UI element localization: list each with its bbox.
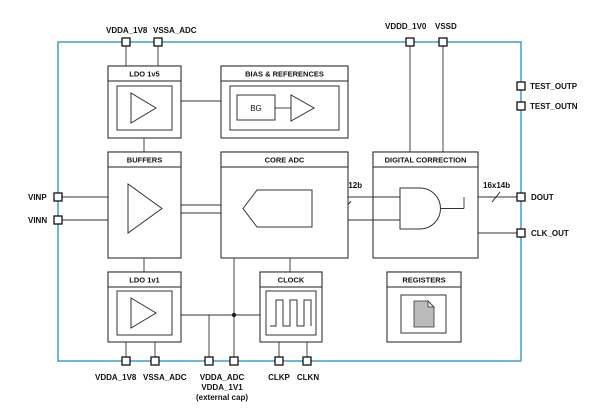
pin-vdda-1v1	[229, 356, 239, 366]
and-gate-icon	[399, 187, 441, 230]
pin-vinp	[53, 192, 63, 202]
ldo-1v1-block: LDO 1v1	[107, 271, 182, 343]
buffer-amplifier-icon	[127, 183, 163, 234]
pin-dout	[516, 192, 526, 202]
pin-vssa-adc-top	[153, 37, 163, 47]
bias-title: BIAS & REFERENCES	[245, 70, 324, 79]
ldo-1v5-title: LDO 1v5	[129, 70, 159, 79]
pin-vssd	[438, 37, 448, 47]
label-test-outp: TEST_OUTP	[530, 82, 578, 91]
label-vddd-1v0: VDDD_1V0	[385, 22, 427, 31]
amplifier-icon	[130, 92, 157, 124]
label-vdda-adc-2: VDDA_1V1	[201, 383, 243, 392]
label-vinp: VINP	[28, 193, 47, 202]
digital-correction-block: DIGITAL CORRECTION	[372, 151, 479, 259]
label-dout: DOUT	[531, 193, 554, 202]
registers-title: REGISTERS	[402, 276, 445, 285]
label-clkn: CLKN	[297, 373, 319, 382]
amplifier-icon	[130, 297, 157, 329]
pin-vdda-1v8-bottom	[121, 356, 131, 366]
bus-slash-dout	[491, 191, 501, 203]
clock-waveform-icon	[270, 299, 312, 327]
junction-dot	[231, 312, 237, 318]
document-icon	[413, 300, 435, 328]
pin-test-outn	[516, 101, 526, 111]
bus-label-adc: 16x12b	[335, 181, 362, 190]
ldo-1v5-block: LDO 1v5	[107, 65, 182, 139]
clock-block: CLOCK	[259, 271, 323, 343]
buffers-block: BUFFERS	[107, 151, 182, 259]
digital-correction-title: DIGITAL CORRECTION	[385, 156, 467, 165]
pins	[53, 37, 526, 366]
core-adc-block: CORE ADC	[220, 151, 349, 259]
pin-vssa-adc-bottom	[150, 356, 160, 366]
label-vdda-adc-3: (external cap)	[196, 393, 248, 402]
label-clk-out: CLK_OUT	[531, 229, 569, 238]
pin-vddd-1v0	[405, 37, 415, 47]
label-clkp: CLKP	[268, 373, 290, 382]
ldo-1v1-title: LDO 1v1	[129, 276, 159, 285]
pin-test-outp	[516, 81, 526, 91]
label-vssa-adc-top: VSSA_ADC	[153, 26, 197, 35]
adc-symbol-icon	[242, 189, 313, 228]
bandgap-label: BG	[250, 104, 262, 113]
pin-vinn	[53, 215, 63, 225]
buffer-icon	[290, 94, 316, 122]
bias-references-block: BIAS & REFERENCES BG	[220, 65, 349, 139]
registers-block: REGISTERS	[386, 271, 462, 343]
pin-clk-out	[516, 228, 526, 238]
label-vssa-adc-bottom: VSSA_ADC	[143, 373, 187, 382]
buffers-title: BUFFERS	[127, 156, 162, 165]
pin-clkp	[274, 356, 284, 366]
label-vdda-1v8-top: VDDA_1V8	[106, 26, 148, 35]
label-vssd: VSSD	[435, 22, 457, 31]
pin-vdda-1v8-top	[121, 37, 131, 47]
core-adc-title: CORE ADC	[265, 156, 305, 165]
pin-clkn	[302, 356, 312, 366]
label-test-outn: TEST_OUTN	[530, 102, 578, 111]
pin-vdda-adc	[204, 356, 214, 366]
bandgap-box	[236, 94, 276, 121]
bus-label-dout: 16x14b	[483, 181, 510, 190]
clock-title: CLOCK	[278, 276, 305, 285]
label-vdda-1v8-bottom: VDDA_1V8	[95, 373, 137, 382]
label-vinn: VINN	[28, 216, 47, 225]
label-vdda-adc-1: VDDA_ADC	[200, 373, 245, 382]
